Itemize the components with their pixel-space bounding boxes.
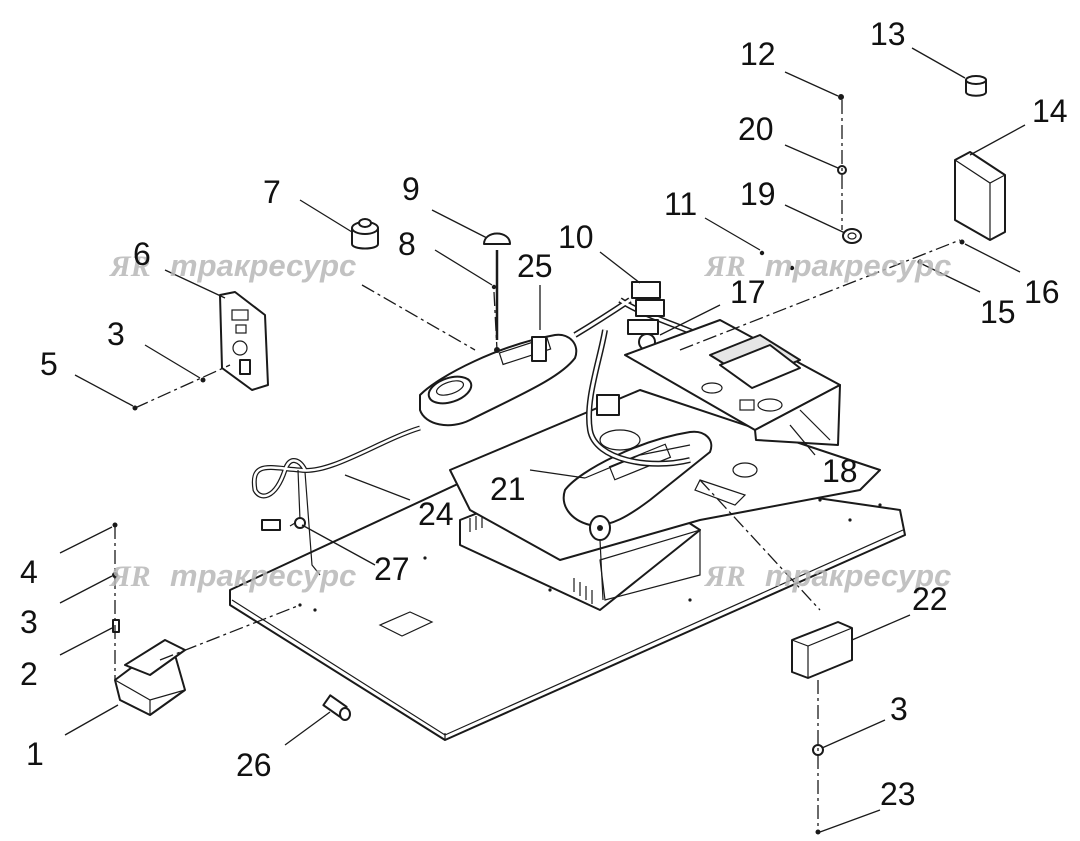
watermark-4: ЯR тракресурс [704, 558, 951, 593]
knob-lever [483, 232, 511, 340]
callout-6: 6 [133, 236, 151, 272]
svg-text:ЯR: ЯR [704, 560, 746, 593]
callout-18: 18 [822, 453, 858, 489]
callout-17: 17 [730, 274, 766, 310]
callout-9: 9 [402, 171, 420, 207]
svg-text:ЯR: ЯR [704, 250, 746, 283]
callout-3c: 3 [890, 691, 908, 727]
svg-text:тракресурс: тракресурс [170, 248, 356, 283]
vent-slots [469, 514, 593, 604]
callout-12: 12 [740, 36, 776, 72]
callout-15: 15 [980, 294, 1016, 330]
leader-lines [59, 47, 1026, 833]
foot-pedal [114, 639, 186, 716]
callout-14: 14 [1032, 93, 1068, 129]
relay-block [627, 281, 665, 351]
callout-23: 23 [880, 776, 916, 812]
callout-10: 10 [558, 219, 594, 255]
cap-part [351, 218, 379, 250]
callout-20: 20 [738, 111, 774, 147]
callout-13: 13 [870, 16, 906, 52]
foam-block [791, 621, 853, 679]
callout-21: 21 [490, 471, 526, 507]
callout-26: 26 [236, 747, 272, 783]
wire-harness [251, 425, 421, 576]
callout-5: 5 [40, 346, 58, 382]
rubber-foot [965, 75, 987, 97]
watermark-1: ЯR тракресурс [109, 248, 356, 283]
svg-text:тракресурс: тракресурс [170, 558, 356, 593]
fitting-part [322, 694, 351, 721]
callout-2: 2 [20, 656, 38, 692]
callout-19: 19 [740, 176, 776, 212]
control-board [624, 319, 841, 446]
callout-3b: 3 [107, 316, 125, 352]
callout-22: 22 [912, 581, 948, 617]
svg-text:тракресурс: тракресурс [765, 558, 951, 593]
callout-27: 27 [374, 551, 410, 587]
callout-16: 16 [1024, 274, 1060, 310]
callout-4: 4 [20, 554, 38, 590]
callout-8: 8 [398, 226, 416, 262]
callout-7: 7 [263, 174, 281, 210]
right-console [562, 430, 713, 601]
left-console [419, 333, 578, 427]
callout-25: 25 [517, 248, 553, 284]
side-panel [219, 291, 269, 391]
watermark-3: ЯR тракресурс [109, 558, 356, 593]
clip-part [842, 228, 862, 244]
watermark-2: ЯR тракресурс [704, 248, 951, 283]
svg-text:тракресурс: тракресурс [765, 248, 951, 283]
callout-1: 1 [26, 736, 44, 772]
assembly-lines [114, 100, 961, 832]
control-module [954, 151, 1006, 241]
svg-text:ЯR: ЯR [109, 560, 151, 593]
callout-labels: 1 2 3 4 3 5 6 3 7 8 9 25 10 11 12 20 19 … [20, 16, 1068, 812]
callout-11: 11 [664, 186, 697, 222]
svg-text:ЯR: ЯR [109, 250, 151, 283]
callout-24: 24 [418, 496, 454, 532]
callout-3a: 3 [20, 604, 38, 640]
stud-part [112, 619, 120, 633]
